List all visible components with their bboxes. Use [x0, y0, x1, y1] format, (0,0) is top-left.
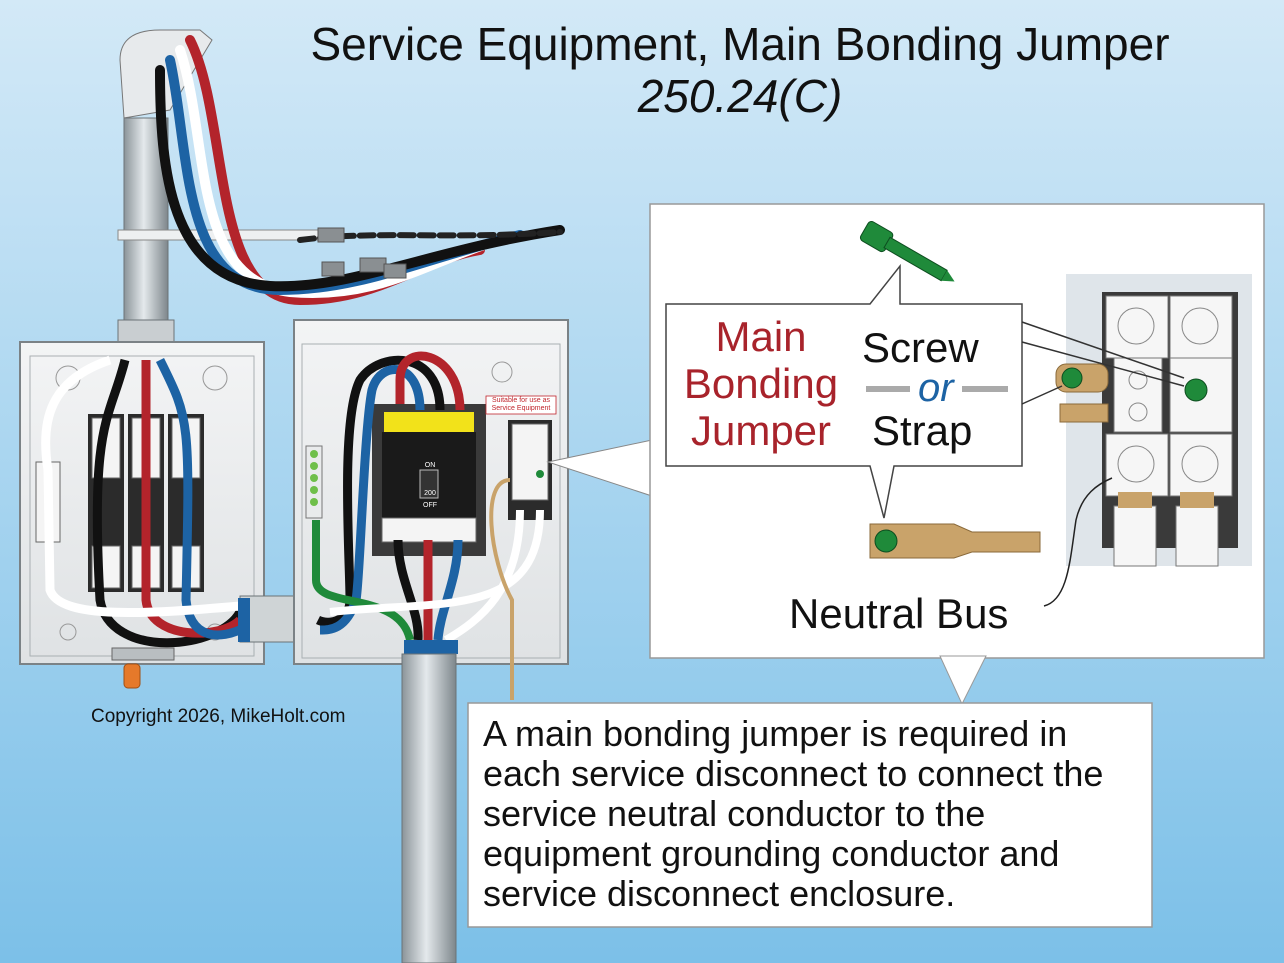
service-equipment-label: Suitable for use as Service Equipment — [491, 397, 551, 412]
screw-label: Screw — [862, 324, 979, 371]
caption-box — [467, 702, 1153, 928]
screw-icon — [859, 220, 955, 282]
callout-bubble — [665, 263, 1023, 519]
page-title: Service Equipment, Main Bonding Jumper — [310, 18, 1170, 70]
service-disconnect-enclosure — [293, 319, 569, 700]
caption-pointer — [939, 655, 987, 706]
detail-box — [649, 203, 1265, 659]
strap-label: Strap — [872, 407, 973, 454]
main-bonding-jumper-label: Main Bonding Jumper — [683, 313, 839, 454]
or-label: or — [918, 366, 954, 410]
strap-icon — [869, 523, 1041, 559]
breaker-off-label: OFF — [423, 502, 437, 509]
service-conductors — [155, 35, 565, 306]
breaker-on-label: ON — [424, 462, 436, 469]
meter-enclosure — [19, 341, 265, 689]
copyright-text: Copyright 2026, MikeHolt.com — [91, 706, 346, 727]
code-reference: 250.24(C) — [637, 70, 843, 122]
breaker-rating-label: 200 — [424, 490, 436, 497]
service-conduit — [401, 653, 457, 963]
caption-text: A main bonding jumper is required in eac… — [483, 713, 1104, 914]
title: Service Equipment, Main Bonding Jumper 2… — [240, 18, 1240, 122]
neutral-bus-label: Neutral Bus — [789, 590, 1009, 637]
